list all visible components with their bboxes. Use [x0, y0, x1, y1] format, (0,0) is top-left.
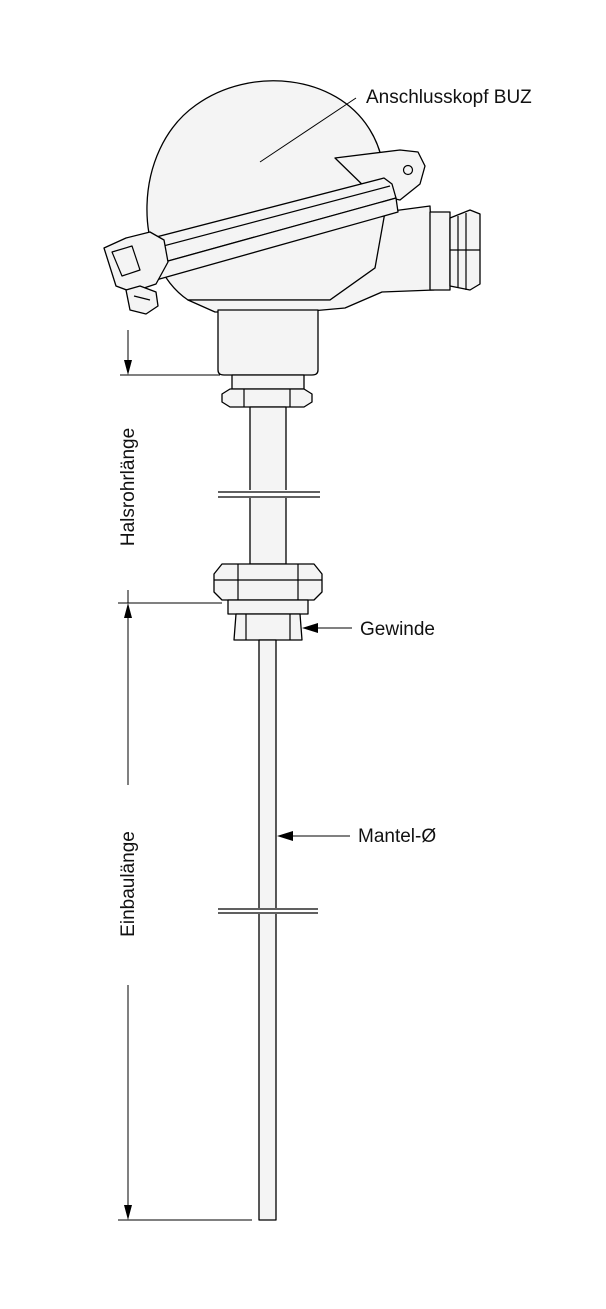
neck-thread-ring [231, 374, 305, 390]
label-sheath-diameter: Mantel-Ø [358, 826, 436, 847]
label-insertion-length: Einbaulänge [118, 831, 139, 937]
lower-hex-nut [213, 563, 323, 601]
leader-thread [302, 623, 352, 633]
connection-head [103, 80, 481, 376]
neck-break-lines [218, 490, 320, 498]
dimension-neck [118, 330, 222, 604]
dimension-insertion [118, 603, 252, 1221]
label-head: Anschlusskopf BUZ [366, 87, 532, 108]
label-thread: Gewinde [360, 619, 435, 640]
lid-screw [125, 285, 159, 315]
label-neck-length: Halsrohrlänge [118, 428, 139, 546]
hinge-pin [402, 164, 414, 176]
leader-sheath [277, 831, 350, 841]
sheath-tube [258, 639, 277, 1221]
leader-head [259, 97, 357, 163]
process-thread-collar [227, 599, 309, 615]
head-neck-block [217, 309, 319, 376]
neck-tube-assembly [213, 374, 323, 641]
sheath [218, 639, 318, 1221]
neck-tube [249, 406, 287, 565]
upper-hex-nut [221, 388, 313, 408]
process-thread [233, 613, 303, 641]
lid-latch [103, 231, 169, 293]
sheath-break-lines [218, 908, 318, 914]
cable-gland-body [429, 211, 451, 291]
